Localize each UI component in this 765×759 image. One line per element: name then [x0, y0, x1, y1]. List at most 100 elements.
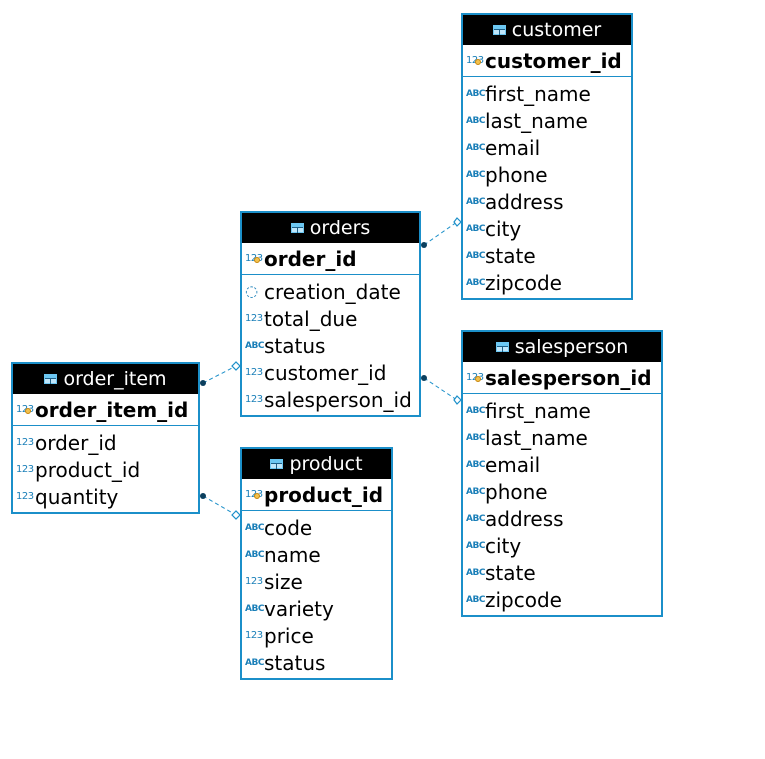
text-type-icon: ABC — [466, 142, 485, 153]
numeric-key-icon: 123 — [466, 55, 484, 66]
entity-title: orders — [309, 217, 371, 239]
column-name: email — [485, 452, 541, 477]
table-icon — [270, 459, 284, 469]
column-name: address — [485, 506, 564, 531]
text-type-icon: ABC — [466, 432, 485, 443]
entity-header[interactable]: salesperson — [463, 332, 661, 362]
column-name: state — [485, 560, 536, 585]
text-type-icon: ABC — [466, 513, 485, 524]
numeric-key-icon: 123 — [245, 489, 263, 500]
table-icon — [44, 374, 58, 384]
text-type-icon: ABC — [466, 250, 485, 261]
primary-key-name: customer_id — [485, 48, 622, 73]
text-type-icon: ABC — [245, 603, 264, 614]
entity-header[interactable]: customer — [463, 15, 631, 45]
link-order-item-product-start-dot — [200, 493, 206, 499]
primary-key-name: salesperson_id — [485, 365, 652, 390]
column-row[interactable]: ◌ creation_date — [242, 278, 419, 305]
primary-key-name: order_item_id — [35, 397, 189, 422]
column-name: city — [485, 216, 522, 241]
column-name: name — [264, 542, 321, 567]
text-type-icon: ABC — [245, 340, 264, 351]
primary-key-name: order_id — [264, 246, 357, 271]
entity-header[interactable]: orders — [242, 213, 419, 243]
text-type-icon: ABC — [466, 594, 485, 605]
text-type-icon: ABC — [466, 196, 485, 207]
link-orders-customer-end-diamond — [453, 217, 462, 227]
column-name: creation_date — [264, 279, 401, 304]
column-name: last_name — [485, 425, 588, 450]
entity-header[interactable]: product — [242, 449, 391, 479]
primary-key-row[interactable]: 123 salesperson_id — [463, 362, 661, 394]
column-name: city — [485, 533, 522, 558]
primary-key-row[interactable]: 123 order_id — [242, 243, 419, 275]
column-name: phone — [485, 479, 548, 504]
primary-key-row[interactable]: 123 product_id — [242, 479, 391, 511]
primary-key-row[interactable]: 123 order_item_id — [13, 394, 198, 426]
numeric-type-icon: 123 — [245, 313, 263, 324]
column-name: status — [264, 650, 326, 675]
entity-title: customer — [511, 19, 602, 41]
link-order-item-orders[interactable] — [202, 365, 237, 384]
text-type-icon: ABC — [466, 405, 485, 416]
numeric-key-icon: 123 — [466, 372, 484, 383]
link-orders-salesperson[interactable] — [423, 377, 458, 401]
link-orders-customer[interactable] — [423, 221, 458, 246]
text-type-icon: ABC — [245, 657, 264, 668]
entity-title: order_item — [63, 368, 167, 390]
link-order-item-product[interactable] — [202, 495, 237, 516]
table-icon — [492, 25, 506, 35]
entity-header[interactable]: order_item — [13, 364, 198, 394]
column-name: last_name — [485, 108, 588, 133]
column-name: email — [485, 135, 541, 160]
column-name: customer_id — [264, 360, 387, 385]
entity-title: product — [289, 453, 363, 475]
link-order-item-orders-end-diamond — [231, 361, 241, 371]
numeric-type-icon: 123 — [16, 491, 34, 502]
primary-key-row[interactable]: 123 customer_id — [463, 45, 631, 77]
text-type-icon: ABC — [466, 540, 485, 551]
primary-key-name: product_id — [264, 482, 384, 507]
text-type-icon: ABC — [466, 567, 485, 578]
column-name: state — [485, 243, 536, 268]
link-orders-customer-start-dot — [421, 242, 427, 248]
text-type-icon: ABC — [466, 459, 485, 470]
column-name: zipcode — [485, 587, 562, 612]
text-type-icon: ABC — [466, 277, 485, 288]
datetime-type-icon: ◌ — [245, 282, 258, 300]
